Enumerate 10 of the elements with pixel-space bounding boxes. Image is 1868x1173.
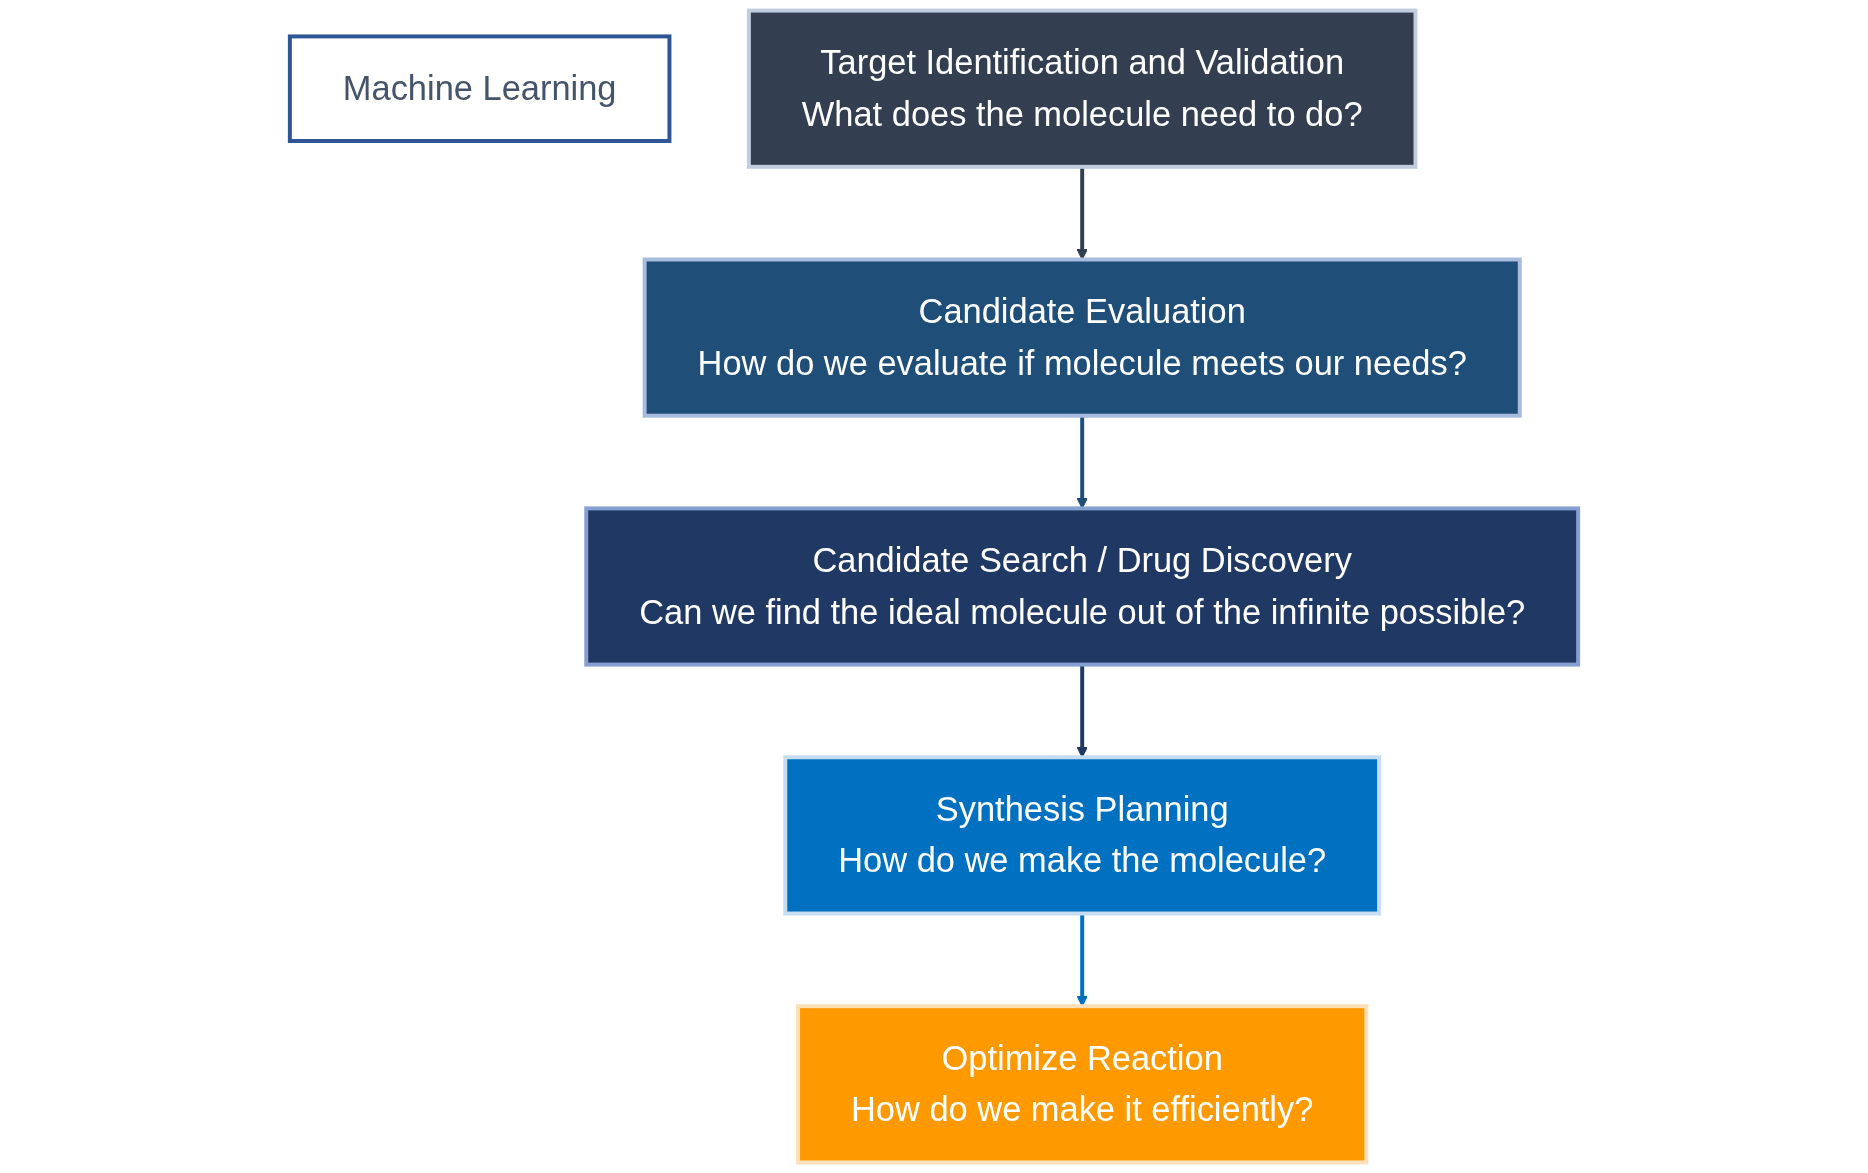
node-box: Candidate Search / Drug Discovery Can we find the ideal molecule out of the infinite possible? xyxy=(584,506,1581,667)
node-box: Target Identification and Validation What does the molecule need to do? xyxy=(746,8,1418,169)
node-box: Candidate Evaluation How do we evaluate if molecule meets our needs? xyxy=(642,257,1522,418)
node-box: Synthesis Planning How do we make the molecule? xyxy=(783,755,1382,916)
arrow xyxy=(1076,913,1088,1007)
node-box: Optimize Reaction How do we make it efficiently? xyxy=(796,1004,1369,1165)
arrow xyxy=(1076,166,1088,260)
arrow xyxy=(1076,415,1088,509)
node-box: Machine Learning xyxy=(287,34,672,143)
arrow xyxy=(1076,664,1088,758)
